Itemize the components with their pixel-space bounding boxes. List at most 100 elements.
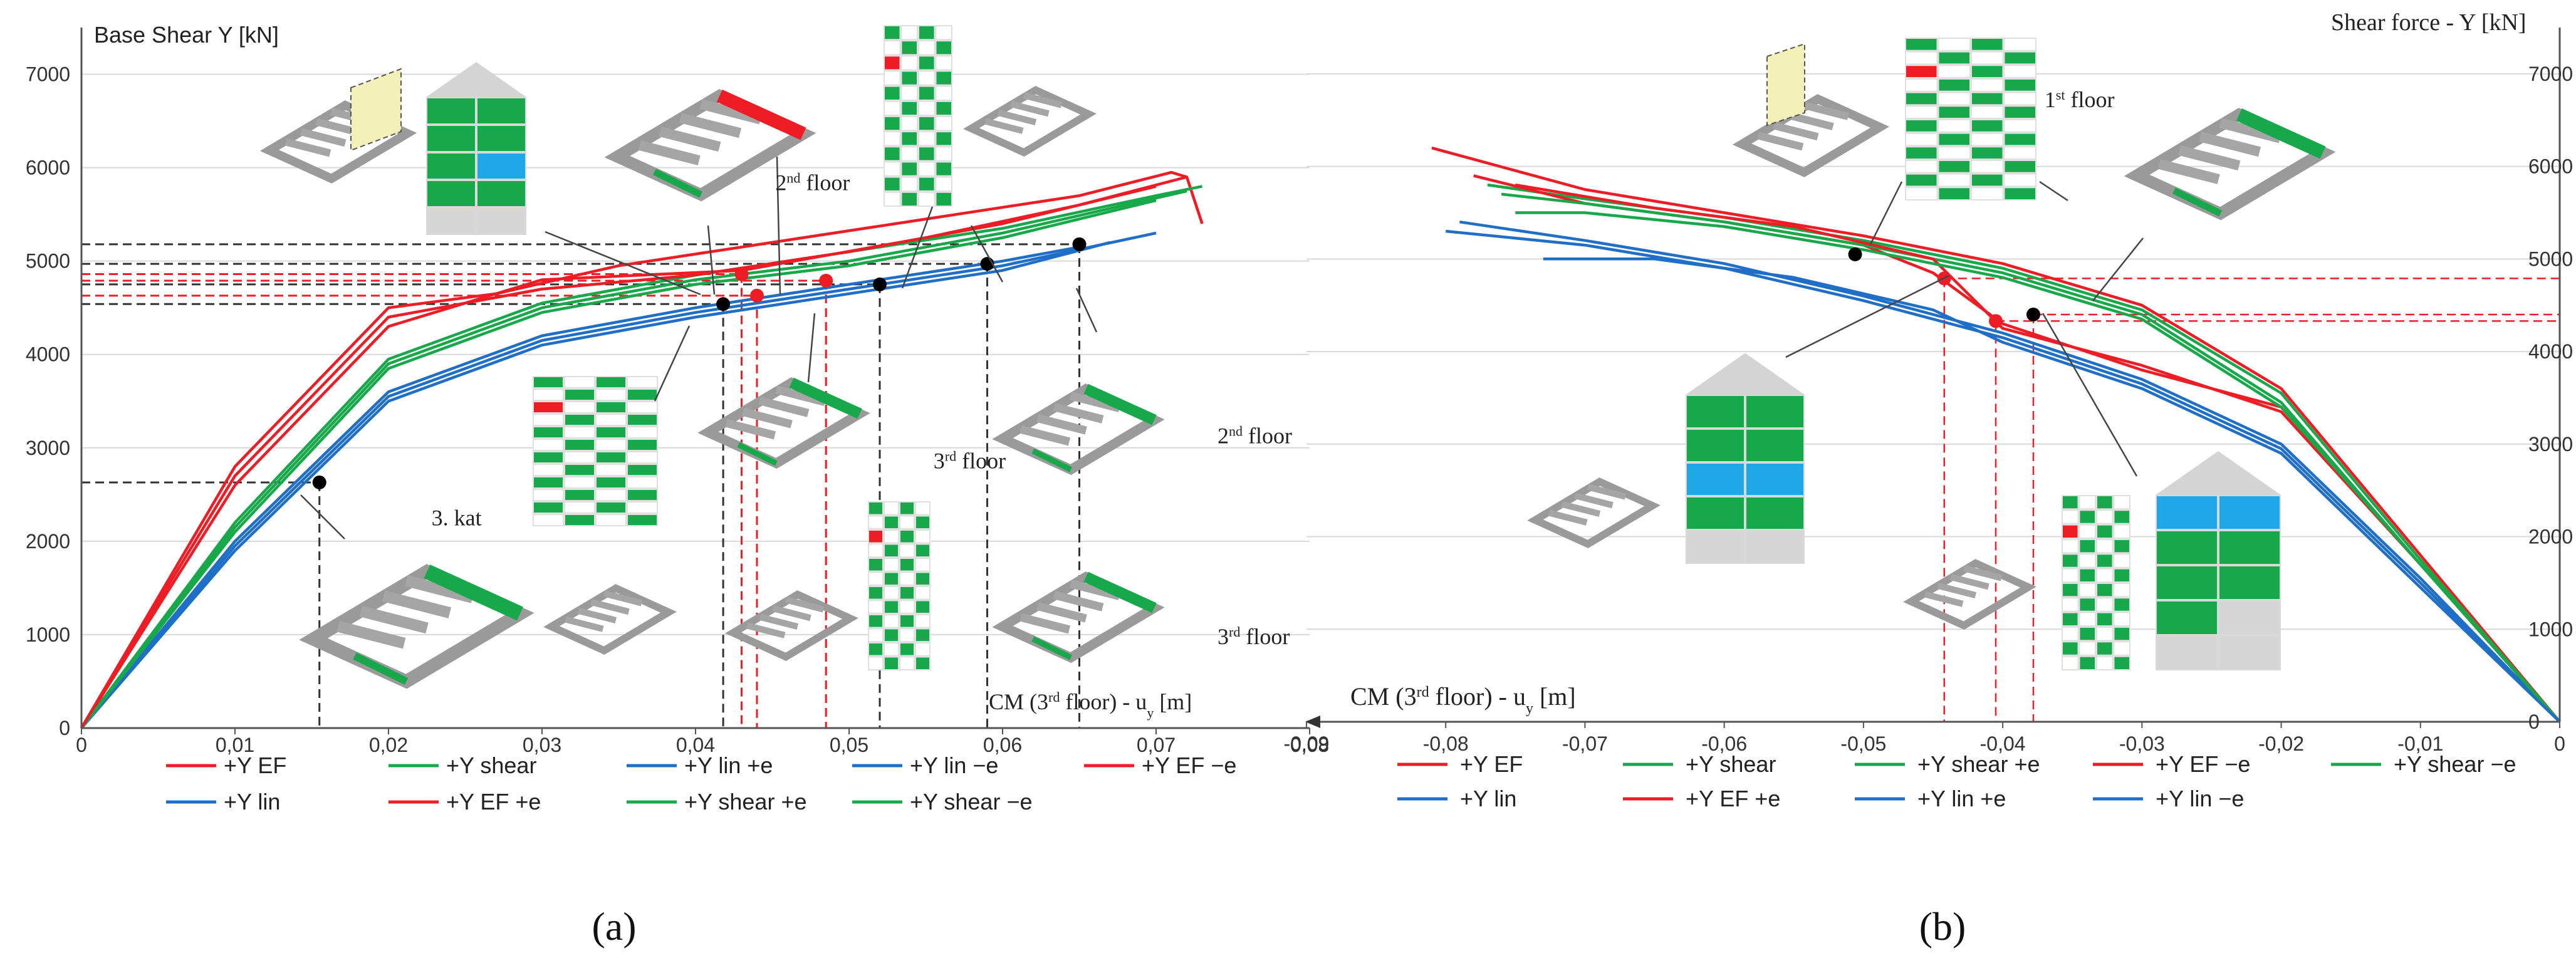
panel-b-series-line (1515, 183, 2561, 723)
panel-b-marker-point (2026, 307, 2040, 321)
panel-a-grid (81, 73, 1310, 635)
grid-panel-thumb-b2 (2062, 495, 2130, 670)
panel-a-marker-point (716, 297, 731, 311)
leader-line (545, 231, 701, 296)
panel-b-series (1431, 146, 2561, 723)
shear-plane-thumb-b1 (1766, 43, 1805, 127)
leader-line (807, 313, 816, 383)
building-thumb-b3 (1527, 477, 1661, 548)
panel-b-y-tick-label: 5000 (2528, 247, 2573, 270)
leader-line (2042, 313, 2138, 477)
panel-a-marker-point (734, 267, 749, 281)
facade-thumb-a1 (426, 62, 526, 235)
leader-line (2092, 237, 2144, 301)
panel-a-y-tick-label: 0 (59, 717, 70, 739)
panel-b-y-tick-label: 7000 (2528, 63, 2573, 85)
leader-line (300, 494, 345, 539)
panel-b-xlabel: CM (3rd floor) - uy [m] (1350, 682, 1576, 717)
panel-b-leader-lines (1785, 180, 2144, 477)
panel-b-x-tick-label: -0,02 (2258, 732, 2304, 755)
building-thumb-a8 (725, 590, 858, 661)
panel-a-legend-label: +Y shear +e (684, 789, 807, 815)
panel-a-x-tick-label: 0,07 (1137, 734, 1176, 756)
panel-a-series-line (80, 170, 1204, 729)
leader-line (707, 225, 716, 295)
panel-a-marker-point (819, 273, 833, 288)
panel-a-annotation: 3rd floor (934, 448, 1006, 474)
panel-a-y-tick-label: 4000 (26, 343, 70, 366)
panel-b-y-tick-label: 1000 (2528, 618, 2573, 640)
panel-b-y-tick-label: 2000 (2528, 526, 2573, 548)
panel-b-legend: +Y EF+Y shear+Y shear +e+Y EF −e+Y shear… (1397, 751, 2516, 811)
panel-a-y-tick-label: 1000 (26, 623, 70, 646)
panel-b-series-line (1431, 146, 2561, 723)
panel-a-y-tick-label: 2000 (26, 530, 70, 553)
panel-a-marker-point (312, 475, 326, 489)
panel-b-y-tick-label: 3000 (2528, 433, 2573, 456)
panel-a-marker-point (1072, 237, 1087, 251)
panel-b-series-line (1543, 258, 2561, 723)
panel-a-legend-label: +Y EF −e (1142, 752, 1236, 778)
panel-a-series-line (80, 189, 1187, 729)
panel-a-legend-label: +Y shear −e (910, 789, 1033, 815)
panel-a-x-tick-label: 0,05 (830, 734, 868, 756)
panel-a-x-tick-label: 0 (76, 734, 87, 756)
panel-a-x-tick-label: 0,06 (983, 734, 1022, 756)
panel-b-annotations: 1st floor (2045, 87, 2115, 113)
panel-b-x-tick-label: -0,01 (2397, 732, 2443, 755)
panel-b-x-tick-label: -0,05 (1840, 732, 1886, 755)
panel-a-caption: (a) (592, 904, 636, 949)
panel-b-series-line (1487, 183, 2561, 723)
panel-a-y-tick-label: 6000 (26, 157, 70, 179)
leader-line (2039, 180, 2068, 202)
panel-a-series-line (80, 199, 1157, 729)
facade-thumb-b2 (2156, 451, 2281, 670)
facade-thumb-b1 (1686, 353, 1805, 564)
panel-a-legend-label: +Y EF +e (446, 789, 541, 815)
panel-a-series (80, 170, 1204, 729)
building-thumb-a6 (299, 564, 534, 689)
panel-b-legend-label: +Y EF +e (1686, 786, 1780, 811)
panel-b-x-tick-label: 0 (2554, 732, 2565, 755)
panel-b-y-tick-label: 6000 (2528, 155, 2573, 178)
panel-a-legend-label: +Y shear (446, 752, 536, 778)
building-thumb-a3 (963, 86, 1097, 157)
panel-a-legend-label: +Y EF (224, 752, 286, 778)
panel-a-legend-label: +Y lin (224, 789, 280, 815)
leader-line (1785, 274, 1949, 358)
grid-panel-thumb-a2 (533, 376, 658, 526)
panel-b-x-tick-label: -0,07 (1562, 732, 1608, 755)
building-thumb-a4 (992, 383, 1165, 476)
panel-b-y-tick-label: 0 (2528, 711, 2540, 733)
panel-a-series-line (80, 241, 1111, 729)
panel-b-legend-label: +Y shear −e (2394, 751, 2516, 777)
panel-b-ylabel: Shear force - Y [kN] (2331, 9, 2526, 36)
panel-a-leader-lines (300, 156, 1098, 539)
leader-line (1869, 181, 1903, 245)
panel-b-x-tick-label: -0,06 (1701, 732, 1747, 755)
panel-a-building-thumbnails (259, 25, 1165, 689)
panel-a-x-tick-label: 0,02 (369, 734, 408, 756)
leader-line (654, 325, 691, 402)
panel-b-series-line (1445, 229, 2561, 723)
panel-b-x-tick-label: -0,09 (1284, 732, 1330, 755)
grid-panel-thumb-a3 (868, 501, 931, 670)
panel-b-marker-point (1848, 247, 1862, 261)
leader-line (901, 206, 934, 289)
panel-a-x-tick-label: 0,08 (1290, 734, 1329, 756)
panel-a-legend-label: +Y lin −e (910, 752, 998, 778)
panel-a-y-tick-label: 3000 (26, 437, 70, 459)
panel-a-series-line (80, 246, 1080, 729)
building-thumb-b4 (1903, 559, 2036, 630)
panel-b-legend-label: +Y shear +e (1917, 751, 2040, 777)
panel-b-series-line (1459, 220, 2561, 723)
panel-b-x-tick-label: -0,04 (1980, 732, 2026, 755)
panel-b-markers (1848, 247, 2040, 328)
panel-b-building-thumbnails (1527, 38, 2336, 670)
panel-b-x-tick-label: -0,08 (1423, 732, 1469, 755)
panel-b-legend-label: +Y lin +e (1917, 786, 2006, 811)
